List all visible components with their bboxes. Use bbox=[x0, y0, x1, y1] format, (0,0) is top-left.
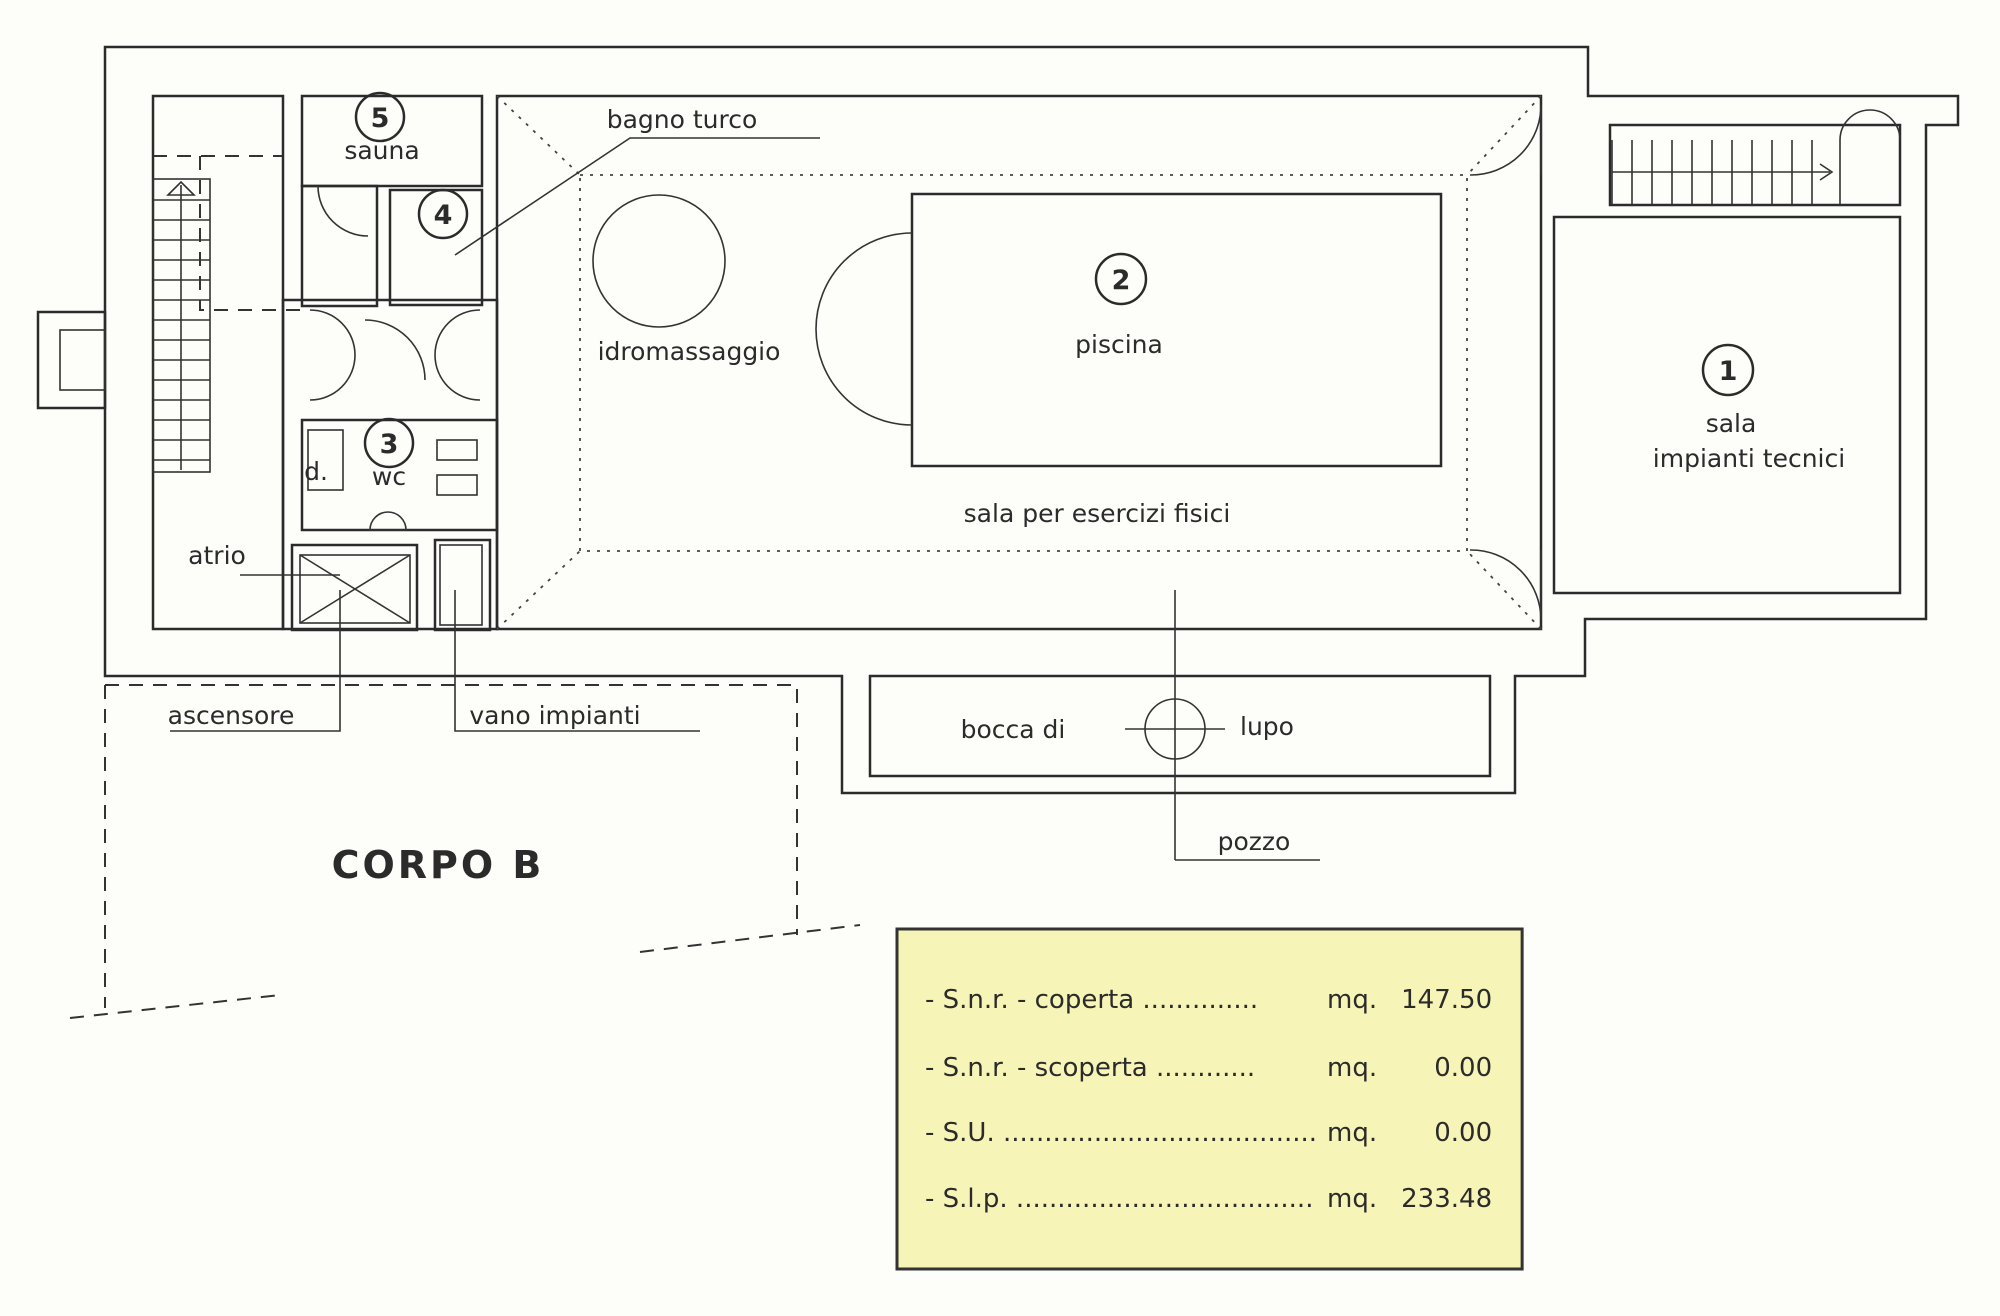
staircase bbox=[152, 140, 1834, 473]
area-unit: mq. bbox=[1327, 1118, 1377, 1148]
label-idromassaggio: idromassaggio bbox=[598, 337, 781, 366]
label-sala: sala bbox=[1706, 409, 1757, 438]
label-bagno-turco: bagno turco bbox=[607, 105, 758, 134]
room-number-1: 1 bbox=[1719, 356, 1738, 387]
leader-lines bbox=[170, 137, 820, 732]
label-ascensore: ascensore bbox=[168, 701, 295, 730]
area-row: - S.U. .................................… bbox=[925, 1118, 1492, 1148]
label-atrio: atrio bbox=[188, 541, 246, 570]
label-vano-impianti: vano impianti bbox=[469, 701, 640, 730]
area-row: - S.l.p. ...............................… bbox=[925, 1184, 1492, 1214]
label-pozzo: pozzo bbox=[1218, 827, 1291, 856]
label-lupo: lupo bbox=[1240, 712, 1294, 741]
label-closet: d. bbox=[304, 457, 328, 486]
corpo-b-outline bbox=[69, 684, 861, 1019]
room-number-4: 4 bbox=[434, 200, 453, 231]
area-unit: mq. bbox=[1327, 1184, 1377, 1214]
well bbox=[1125, 590, 1320, 861]
swimming-pool bbox=[910, 192, 1443, 468]
label-piscina: piscina bbox=[1075, 330, 1163, 359]
rooms-fill bbox=[151, 94, 1902, 778]
area-unit: mq. bbox=[1327, 1053, 1377, 1083]
area-value: 233.48 bbox=[1401, 1184, 1492, 1214]
label-bocca-di: bocca di bbox=[961, 715, 1066, 744]
area-value: 147.50 bbox=[1401, 985, 1492, 1015]
label-sauna: sauna bbox=[344, 136, 419, 165]
hot-tub bbox=[592, 194, 726, 328]
area-label: - S.l.p. ...............................… bbox=[925, 1184, 1313, 1214]
area-label: - S.n.r. - coperta .............. bbox=[925, 985, 1258, 1015]
area-row: - S.n.r. - scoperta ............ mq. 0.0… bbox=[925, 1053, 1492, 1083]
room-number-3: 3 bbox=[380, 429, 399, 460]
label-sala-esercizi: sala per esercizi fisici bbox=[964, 499, 1231, 528]
label-wc: wc bbox=[372, 462, 406, 491]
room-numbers: 5 4 3 2 1 bbox=[354, 91, 1755, 469]
area-value: 0.00 bbox=[1434, 1053, 1492, 1083]
area-table: - S.n.r. - coperta .............. mq. 14… bbox=[895, 927, 1524, 1271]
doors bbox=[299, 104, 1901, 626]
pool-area bbox=[496, 95, 1542, 630]
area-label: - S.n.r. - scoperta ............ bbox=[925, 1053, 1255, 1083]
room-number-5: 5 bbox=[371, 103, 390, 134]
building-label: CORPO B bbox=[332, 843, 545, 887]
area-label: - S.U. .................................… bbox=[925, 1118, 1317, 1148]
area-row: - S.n.r. - coperta .............. mq. 14… bbox=[925, 985, 1492, 1015]
room-labels: bagno turco sauna wc d. idromassaggio pi… bbox=[168, 105, 1846, 887]
area-value: 0.00 bbox=[1434, 1118, 1492, 1148]
area-unit: mq. bbox=[1327, 985, 1377, 1015]
room-number-2: 2 bbox=[1112, 265, 1131, 296]
walls bbox=[36, 45, 1960, 795]
label-impianti-tecnici: impianti tecnici bbox=[1653, 444, 1845, 473]
